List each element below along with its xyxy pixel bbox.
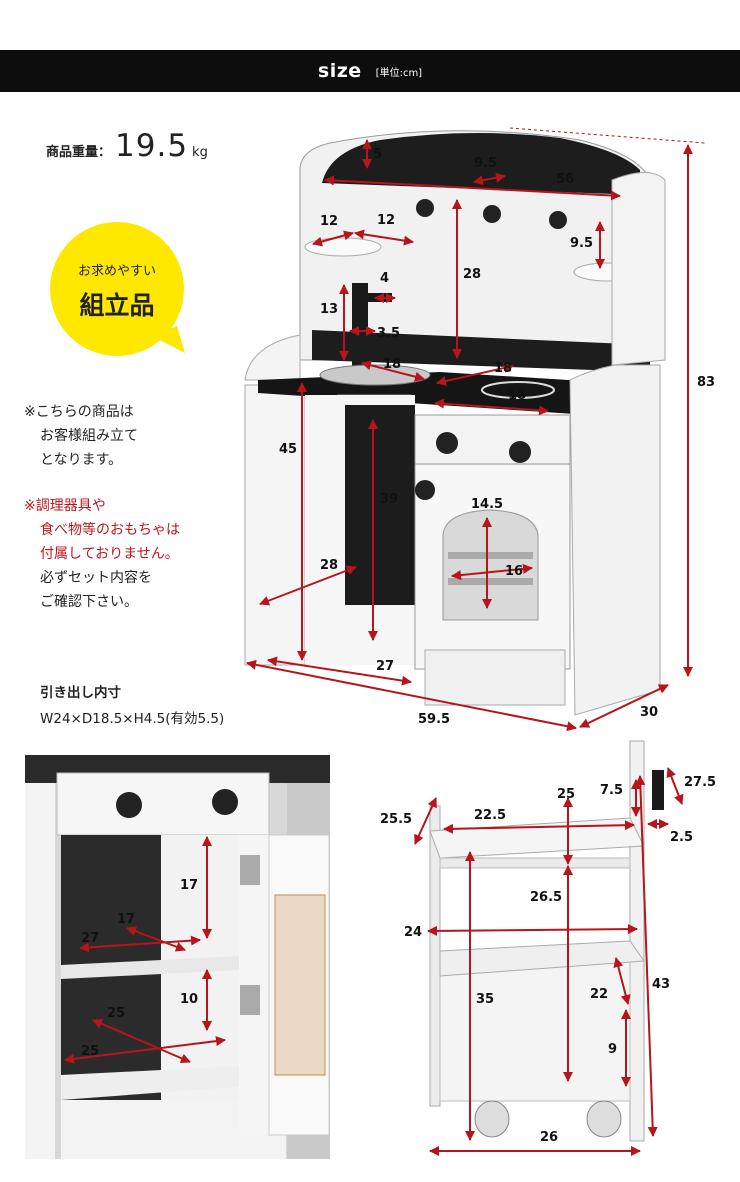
- dim-label: 18: [494, 361, 512, 376]
- dim-label: 28: [320, 558, 338, 573]
- note-line-red: 食べ物等のおもちゃは: [40, 522, 180, 538]
- right-side-panel: [569, 364, 661, 716]
- accessory-note: ※調理器具や 食べ物等のおもちゃは 付属しておりません。 必ずセット内容を ご確…: [24, 494, 180, 614]
- note-line: となります。: [40, 452, 123, 468]
- badge-line2: 組立品: [79, 291, 155, 320]
- dim-label: 45: [279, 442, 297, 457]
- weight-value: 19.5: [115, 128, 189, 164]
- dim-label: 16: [505, 564, 523, 579]
- left-side-panel: [244, 384, 306, 666]
- handle-icon: [652, 770, 664, 810]
- dim-label: 5: [373, 147, 382, 162]
- dim-label: 22: [590, 987, 608, 1002]
- dim-label: 4: [380, 271, 389, 286]
- dim-label: 12: [320, 214, 338, 229]
- hook-knob: [416, 199, 434, 217]
- dim-label: 9.5: [474, 156, 497, 171]
- drawer-knob: [116, 792, 142, 818]
- dim-label: 56: [556, 172, 574, 187]
- assembly-badge: お求めやすい 組立品: [50, 222, 184, 356]
- cabinet-interior-photo: 17 17 27 10 25 25: [25, 755, 330, 1159]
- weight-label: 商品重量：: [46, 145, 112, 160]
- drawer-dims: W24×D18.5×H4.5(有効5.5): [40, 711, 225, 727]
- oven-rack: [448, 578, 533, 585]
- dim-label: 24: [404, 925, 422, 940]
- header-unit: [単位:cm]: [375, 67, 423, 79]
- left-shelf: [304, 237, 382, 257]
- caster-wheel: [474, 1100, 510, 1138]
- side-top: [244, 334, 301, 381]
- dim-label: 18: [508, 388, 526, 403]
- drawer-title: 引き出し内寸: [40, 685, 121, 701]
- dim-label: 12: [377, 213, 395, 228]
- weight-unit: kg: [192, 145, 208, 160]
- note-line-red: ※調理器具や: [24, 498, 106, 514]
- section-header: size [単位:cm]: [0, 50, 740, 92]
- stove-knob: [436, 432, 458, 454]
- stove-ring: [481, 381, 555, 399]
- dim-label: 25: [557, 787, 575, 802]
- caster-wheel: [586, 1100, 622, 1138]
- dim-label: 2.5: [670, 830, 693, 845]
- wagon-photo: 25.5 25 22.5 7.5 27.5 2.5 26.5 24 22 35 …: [352, 736, 737, 1166]
- note-line: 必ずセット内容を: [40, 570, 152, 586]
- note-line: お客様組み立て: [40, 428, 138, 444]
- dim-label: 83: [697, 375, 715, 390]
- dim-label: 22.5: [474, 808, 506, 823]
- dim-label: 59.5: [418, 712, 450, 727]
- badge-line1: お求めやすい: [77, 264, 156, 279]
- dim-label: 13: [320, 302, 338, 317]
- dim-label: 7.5: [600, 783, 623, 798]
- dim-label: 10: [180, 992, 198, 1007]
- stove-knob: [509, 441, 531, 463]
- note-line-red: 付属しておりません。: [40, 546, 179, 562]
- right-back-panel: [611, 172, 666, 366]
- dim-label: 9: [608, 1042, 617, 1057]
- dim-label: 35: [476, 992, 494, 1007]
- hook-knob: [483, 205, 501, 223]
- dim-label: 39: [380, 492, 398, 507]
- header-title: size: [317, 60, 362, 82]
- dim-label: 27: [81, 931, 99, 946]
- dim-label: 27: [376, 659, 394, 674]
- dim-label: 30: [640, 705, 658, 720]
- note-line: ※こちらの商品は: [24, 404, 134, 420]
- dim-label: 9.5: [570, 236, 593, 251]
- dim-label: 25.5: [380, 812, 412, 827]
- wagon-dimension-diagram: 25.5 25 22.5 7.5 27.5 2.5 26.5 24 22 35 …: [380, 740, 716, 1156]
- dim-label: 26: [540, 1130, 558, 1145]
- note-line: ご確認下さい。: [40, 594, 138, 610]
- dim-label: 27.5: [684, 775, 716, 790]
- cabinet-interior-diagram: 17 17 27 10 25 25: [25, 755, 330, 1159]
- dim-label: 14.5: [471, 497, 503, 512]
- dim-label: 17: [117, 912, 135, 927]
- dim-label: 3.5: [377, 326, 400, 341]
- assembly-note: ※こちらの商品は お客様組み立て となります。: [24, 400, 138, 472]
- hook-knob: [549, 211, 567, 229]
- dim-label: 25: [81, 1044, 99, 1059]
- product-weight: 商品重量： 19.5 kg: [46, 128, 208, 164]
- kitchen-dimension-diagram: 5 9.5 56 12 12 9.5 4 28 13 3.5 18 18 18 …: [244, 127, 715, 732]
- dim-label: 43: [652, 977, 670, 992]
- oven-rack: [448, 552, 533, 559]
- dim-label: 28: [463, 267, 481, 282]
- sink: [319, 364, 431, 386]
- drawer-spec: 引き出し内寸 W24×D18.5×H4.5(有効5.5): [40, 680, 224, 732]
- oven-knob: [415, 480, 435, 500]
- dim-label: 18: [383, 357, 401, 372]
- dim-label: 17: [180, 878, 198, 893]
- base-drawer: [424, 649, 566, 706]
- dim-label: 25: [107, 1006, 125, 1021]
- drawer-knob: [212, 789, 238, 815]
- oven-window: [442, 509, 539, 621]
- dim-label: 26.5: [530, 890, 562, 905]
